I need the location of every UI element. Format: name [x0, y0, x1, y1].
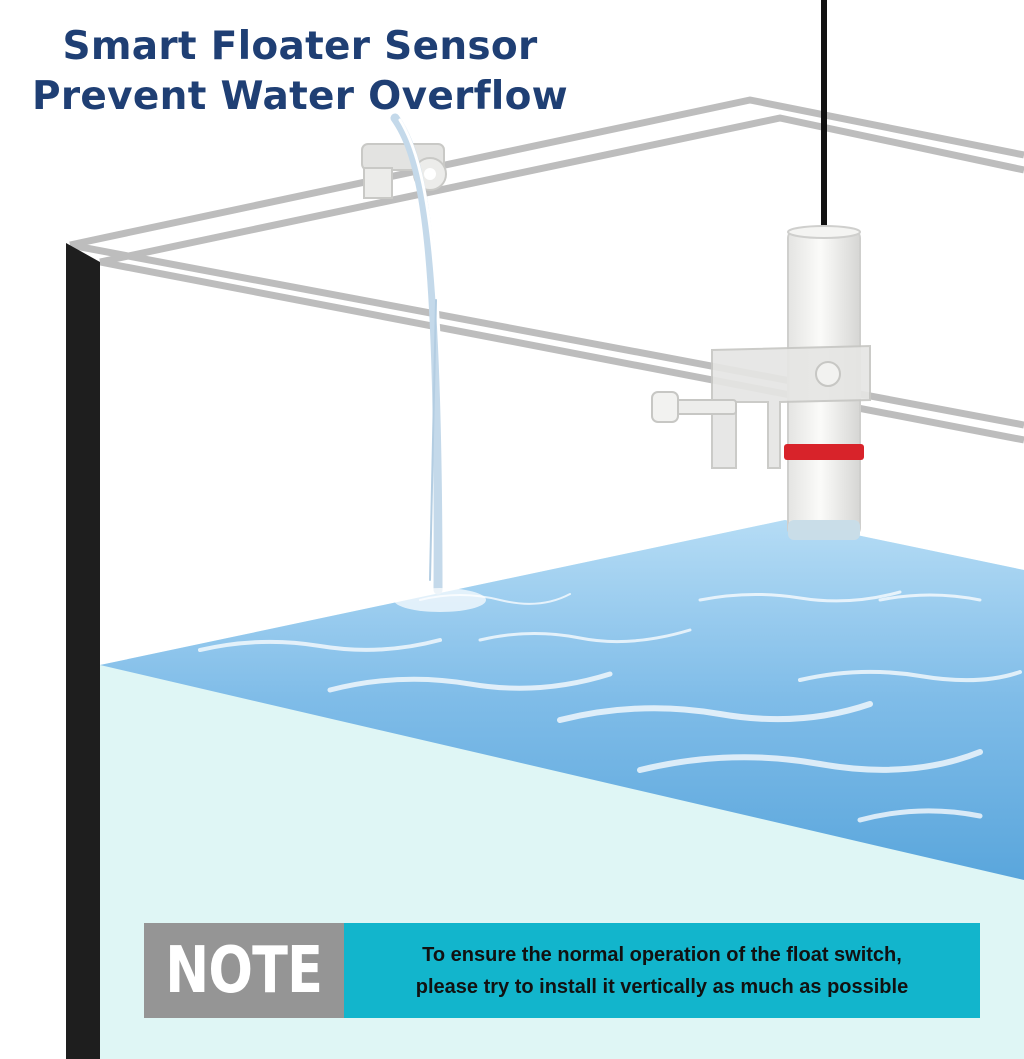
headline-line-2: Prevent Water Overflow: [32, 74, 568, 119]
water-surface: [100, 520, 1024, 880]
note-label-box: NOTE: [144, 923, 344, 1018]
headline: Smart Floater Sensor Prevent Water Overf…: [0, 22, 600, 122]
water-ripples: [198, 590, 1022, 823]
note-banner: NOTE To ensure the normal operation of t…: [144, 923, 980, 1018]
tank-frame: [66, 243, 100, 1059]
note-label: NOTE: [165, 933, 324, 1008]
hose-clip-icon: [361, 143, 447, 199]
float-switch-sensor-icon: [784, 0, 864, 540]
note-text-line-1: To ensure the normal operation of the fl…: [422, 943, 902, 966]
water-stream-icon: [390, 113, 486, 612]
tank-glass-icon: [69, 96, 1024, 444]
note-text-line-2: please try to install it vertically as m…: [415, 975, 909, 998]
note-text-box: To ensure the normal operation of the fl…: [344, 923, 980, 1018]
headline-line-1: Smart Floater Sensor: [62, 24, 538, 69]
mounting-bracket-icon: [651, 344, 871, 469]
